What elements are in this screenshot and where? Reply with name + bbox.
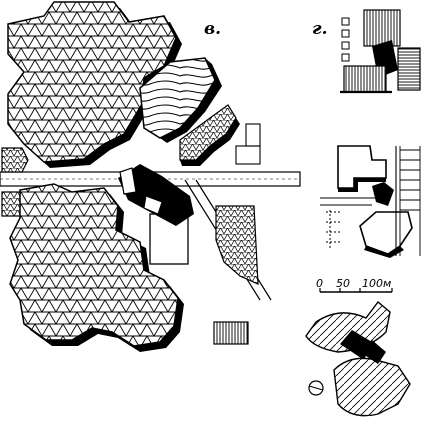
plaza-outline — [149, 213, 189, 265]
label-panel-g: г. — [312, 19, 327, 39]
scale-label-end: 100м — [362, 277, 391, 290]
lower-hex-cluster — [9, 183, 179, 347]
panel-g-plan — [340, 9, 421, 94]
scale-label-mid: 50 — [336, 277, 350, 290]
site-plan-outline — [320, 145, 421, 258]
hatched-block-bottom — [213, 321, 249, 345]
petal-plan — [305, 300, 411, 417]
central-core-building — [118, 164, 194, 226]
scale-bar — [319, 288, 393, 293]
panel-v-plan — [0, 1, 301, 352]
scale-label-zero: 0 — [316, 277, 323, 290]
stepped-block-lower — [215, 205, 259, 285]
upper-hex-cluster — [7, 1, 177, 163]
label-panel-v: в. — [204, 19, 221, 39]
